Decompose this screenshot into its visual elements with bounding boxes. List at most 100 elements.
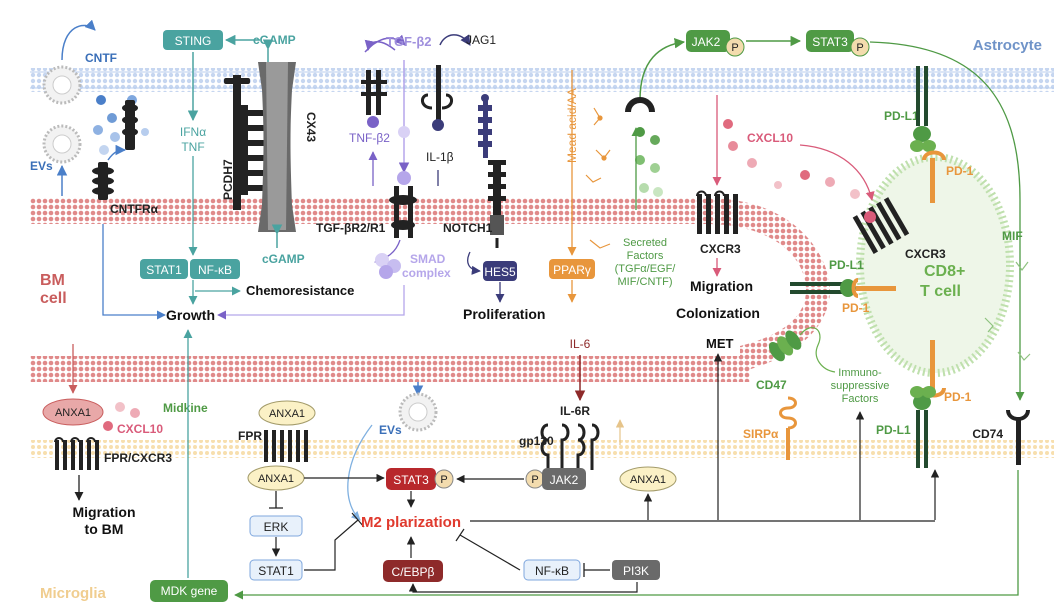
arrow-cd74-mdk — [234, 470, 1019, 600]
il6r-label: IL-6R — [560, 404, 590, 418]
stat3-p-label: P — [856, 42, 863, 54]
mdk-gene-box — [150, 580, 228, 602]
stat3-top-box — [806, 30, 854, 52]
met-label: MET — [706, 336, 734, 351]
proliferation-label: Proliferation — [463, 306, 545, 322]
evs-bottom-label: EVs — [379, 423, 402, 437]
stat1-bm-label: STAT1 — [146, 263, 182, 277]
inhibit-anxa1-erk — [269, 491, 283, 509]
arrow-tgf-top-2 — [364, 39, 396, 52]
erk-box — [249, 515, 303, 537]
anxa1-right — [619, 466, 677, 492]
pd1-bottom-label: PD-1 — [944, 390, 972, 404]
growth-label: Growth — [166, 307, 215, 323]
stat1-mg-label: STAT1 — [258, 564, 294, 578]
microglia-label: Microglia — [40, 585, 107, 602]
pi3k-box — [612, 560, 660, 580]
hes5-label: HES5 — [484, 265, 516, 279]
stat1-bm-box — [140, 259, 188, 279]
pcdh7-label: PCDH7 — [221, 159, 235, 200]
cx43-channel — [258, 62, 296, 232]
nfkb-bm-box — [190, 259, 240, 279]
il1b-receptor — [421, 65, 453, 131]
notch1-label: NOTCH1 — [443, 221, 493, 235]
pdl1-bottom-receptor — [910, 386, 936, 468]
mif-molecules — [984, 261, 1031, 361]
stat1-mg-box — [249, 559, 303, 581]
ppar-box — [549, 259, 595, 279]
arrow-cntf-receptor — [107, 144, 127, 161]
inhibit-pi3k-nfkb — [583, 563, 610, 577]
pdl1-top-label: PD-L1 — [884, 109, 919, 123]
cd47-label: CD47 — [756, 378, 787, 392]
il6r-gp130-receptor — [540, 423, 600, 470]
astrocyte-label: Astrocyte — [973, 37, 1042, 54]
arrow-receptor-jak2 — [639, 37, 686, 101]
pdl1-mid-label: PD-L1 — [829, 258, 864, 272]
migration-label: Migration — [690, 278, 753, 294]
anxa1-bm-label: ANXA1 — [55, 407, 91, 419]
stat3-mg-label: STAT3 — [393, 473, 429, 487]
stat3-top-label: STAT3 — [812, 35, 848, 49]
nfkb-mg-label: NF-κB — [535, 564, 569, 578]
pi3k-label: PI3K — [623, 564, 649, 578]
arrow-pi3k-cebpb — [408, 582, 638, 593]
anxa1-bm-ellipse — [42, 398, 104, 426]
stat3-p-badge — [850, 37, 870, 57]
cntf-dots — [93, 95, 149, 155]
arrow-ev-cntf — [61, 19, 96, 61]
cntf-label: CNTF — [85, 51, 117, 65]
cd8-t-cell-label: CD8+T cell — [920, 263, 965, 300]
cd47-link — [799, 327, 836, 373]
arrow-smad-growth — [217, 285, 405, 320]
cxcr3-t-label: CXCR3 — [905, 247, 946, 261]
pd1-top-receptor — [922, 150, 946, 203]
bm-cell-membrane-top — [30, 198, 830, 372]
arrow-cntfr-growth — [102, 224, 166, 320]
ppar-label: PPARγ — [553, 263, 591, 277]
bm-cell-membrane-bottom — [30, 356, 750, 382]
jak2-mg-p-label: P — [531, 474, 538, 486]
fpr-cxcr3-receptor — [54, 437, 99, 470]
fpr-receptor — [264, 430, 308, 462]
tnf-b2-label: TNF-β2 — [349, 131, 390, 145]
stat3-mg-box — [386, 468, 436, 490]
evs-top-label: EVs — [30, 159, 53, 173]
nfkb-mg-box — [523, 559, 581, 581]
sting-box — [163, 30, 223, 50]
cd74-label: CD74 — [972, 427, 1003, 441]
pdl1-top-receptor — [910, 66, 936, 152]
ev-vesicle-bottom — [398, 392, 438, 432]
tgf-ligand-dot — [398, 126, 410, 138]
mead-acid-molecules — [585, 107, 611, 249]
tnf-b2-receptor — [361, 70, 387, 128]
jak2-p-label: P — [731, 42, 738, 54]
inhibit-nfkb-m2 — [455, 528, 521, 571]
astrocyte-membrane — [30, 68, 1054, 92]
cd8-t-cell-body — [856, 153, 1014, 377]
jak2-top-box — [686, 30, 730, 52]
secreted-factor-dots — [635, 127, 663, 197]
cgamp-top-label: cGAMP — [253, 33, 296, 47]
mif-label: MIF — [1002, 229, 1023, 243]
tgf-br-label: TGF-βR2/R1 — [316, 221, 386, 235]
arrow-stat3-mif — [869, 41, 1025, 401]
jag1-ligand — [478, 94, 492, 158]
anxa1-right-label: ANXA1 — [630, 474, 666, 486]
il1b-label: IL-1β — [426, 150, 454, 164]
cebpb-label: C/EBPβ — [392, 565, 435, 579]
anxa1-mg-top-label: ANXA1 — [269, 408, 305, 420]
ifn-label: IFNα — [180, 125, 206, 139]
chemoresistance-label: Chemoresistance — [246, 283, 354, 298]
jak2-p-badge — [725, 37, 745, 57]
ev-vesicle-top-1 — [42, 65, 82, 105]
jak2-top-label: JAK2 — [692, 35, 721, 49]
anxa1-mg-top — [258, 400, 316, 426]
arrow-evs-m2 — [347, 424, 373, 521]
sirpa-label: SIRPα — [743, 427, 779, 441]
stat3-mg-p — [434, 469, 454, 489]
